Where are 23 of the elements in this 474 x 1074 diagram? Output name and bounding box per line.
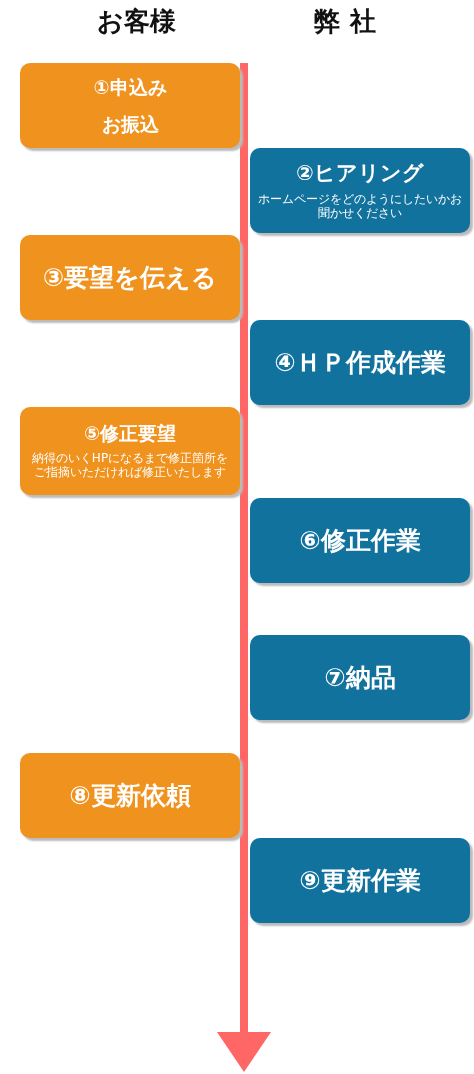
step-title: ⑨更新作業 (299, 865, 421, 896)
step-title: ②ヒアリング (296, 160, 424, 186)
step-title: ⑧更新依頼 (69, 780, 191, 811)
step-box (20, 753, 240, 838)
step-title: ⑤修正要望 (83, 422, 177, 445)
step-box (20, 63, 240, 148)
step-title: ③要望を伝える (42, 262, 218, 293)
step-description: ホームページをどのようにしたいかお聞かせください (258, 191, 462, 221)
column-heading: お客様 (95, 5, 177, 38)
step-title: ⑥修正作業 (299, 525, 421, 556)
step-title: ⑦納品 (324, 662, 396, 693)
step-box (250, 498, 470, 583)
step-title: ①申込み (93, 75, 167, 99)
column-heading: 弊 社 (313, 5, 377, 38)
step-title: ④ＨＰ作成作業 (274, 347, 446, 378)
step-box (20, 235, 240, 320)
step-box (20, 407, 240, 495)
step-box (250, 148, 470, 233)
step-description: 納得のいくHPになるまで修正箇所をご指摘いただければ修正いたします (30, 451, 230, 480)
step-box (250, 838, 470, 923)
step-box (250, 635, 470, 720)
step-title: お振込 (101, 112, 159, 136)
step-box (250, 320, 470, 405)
